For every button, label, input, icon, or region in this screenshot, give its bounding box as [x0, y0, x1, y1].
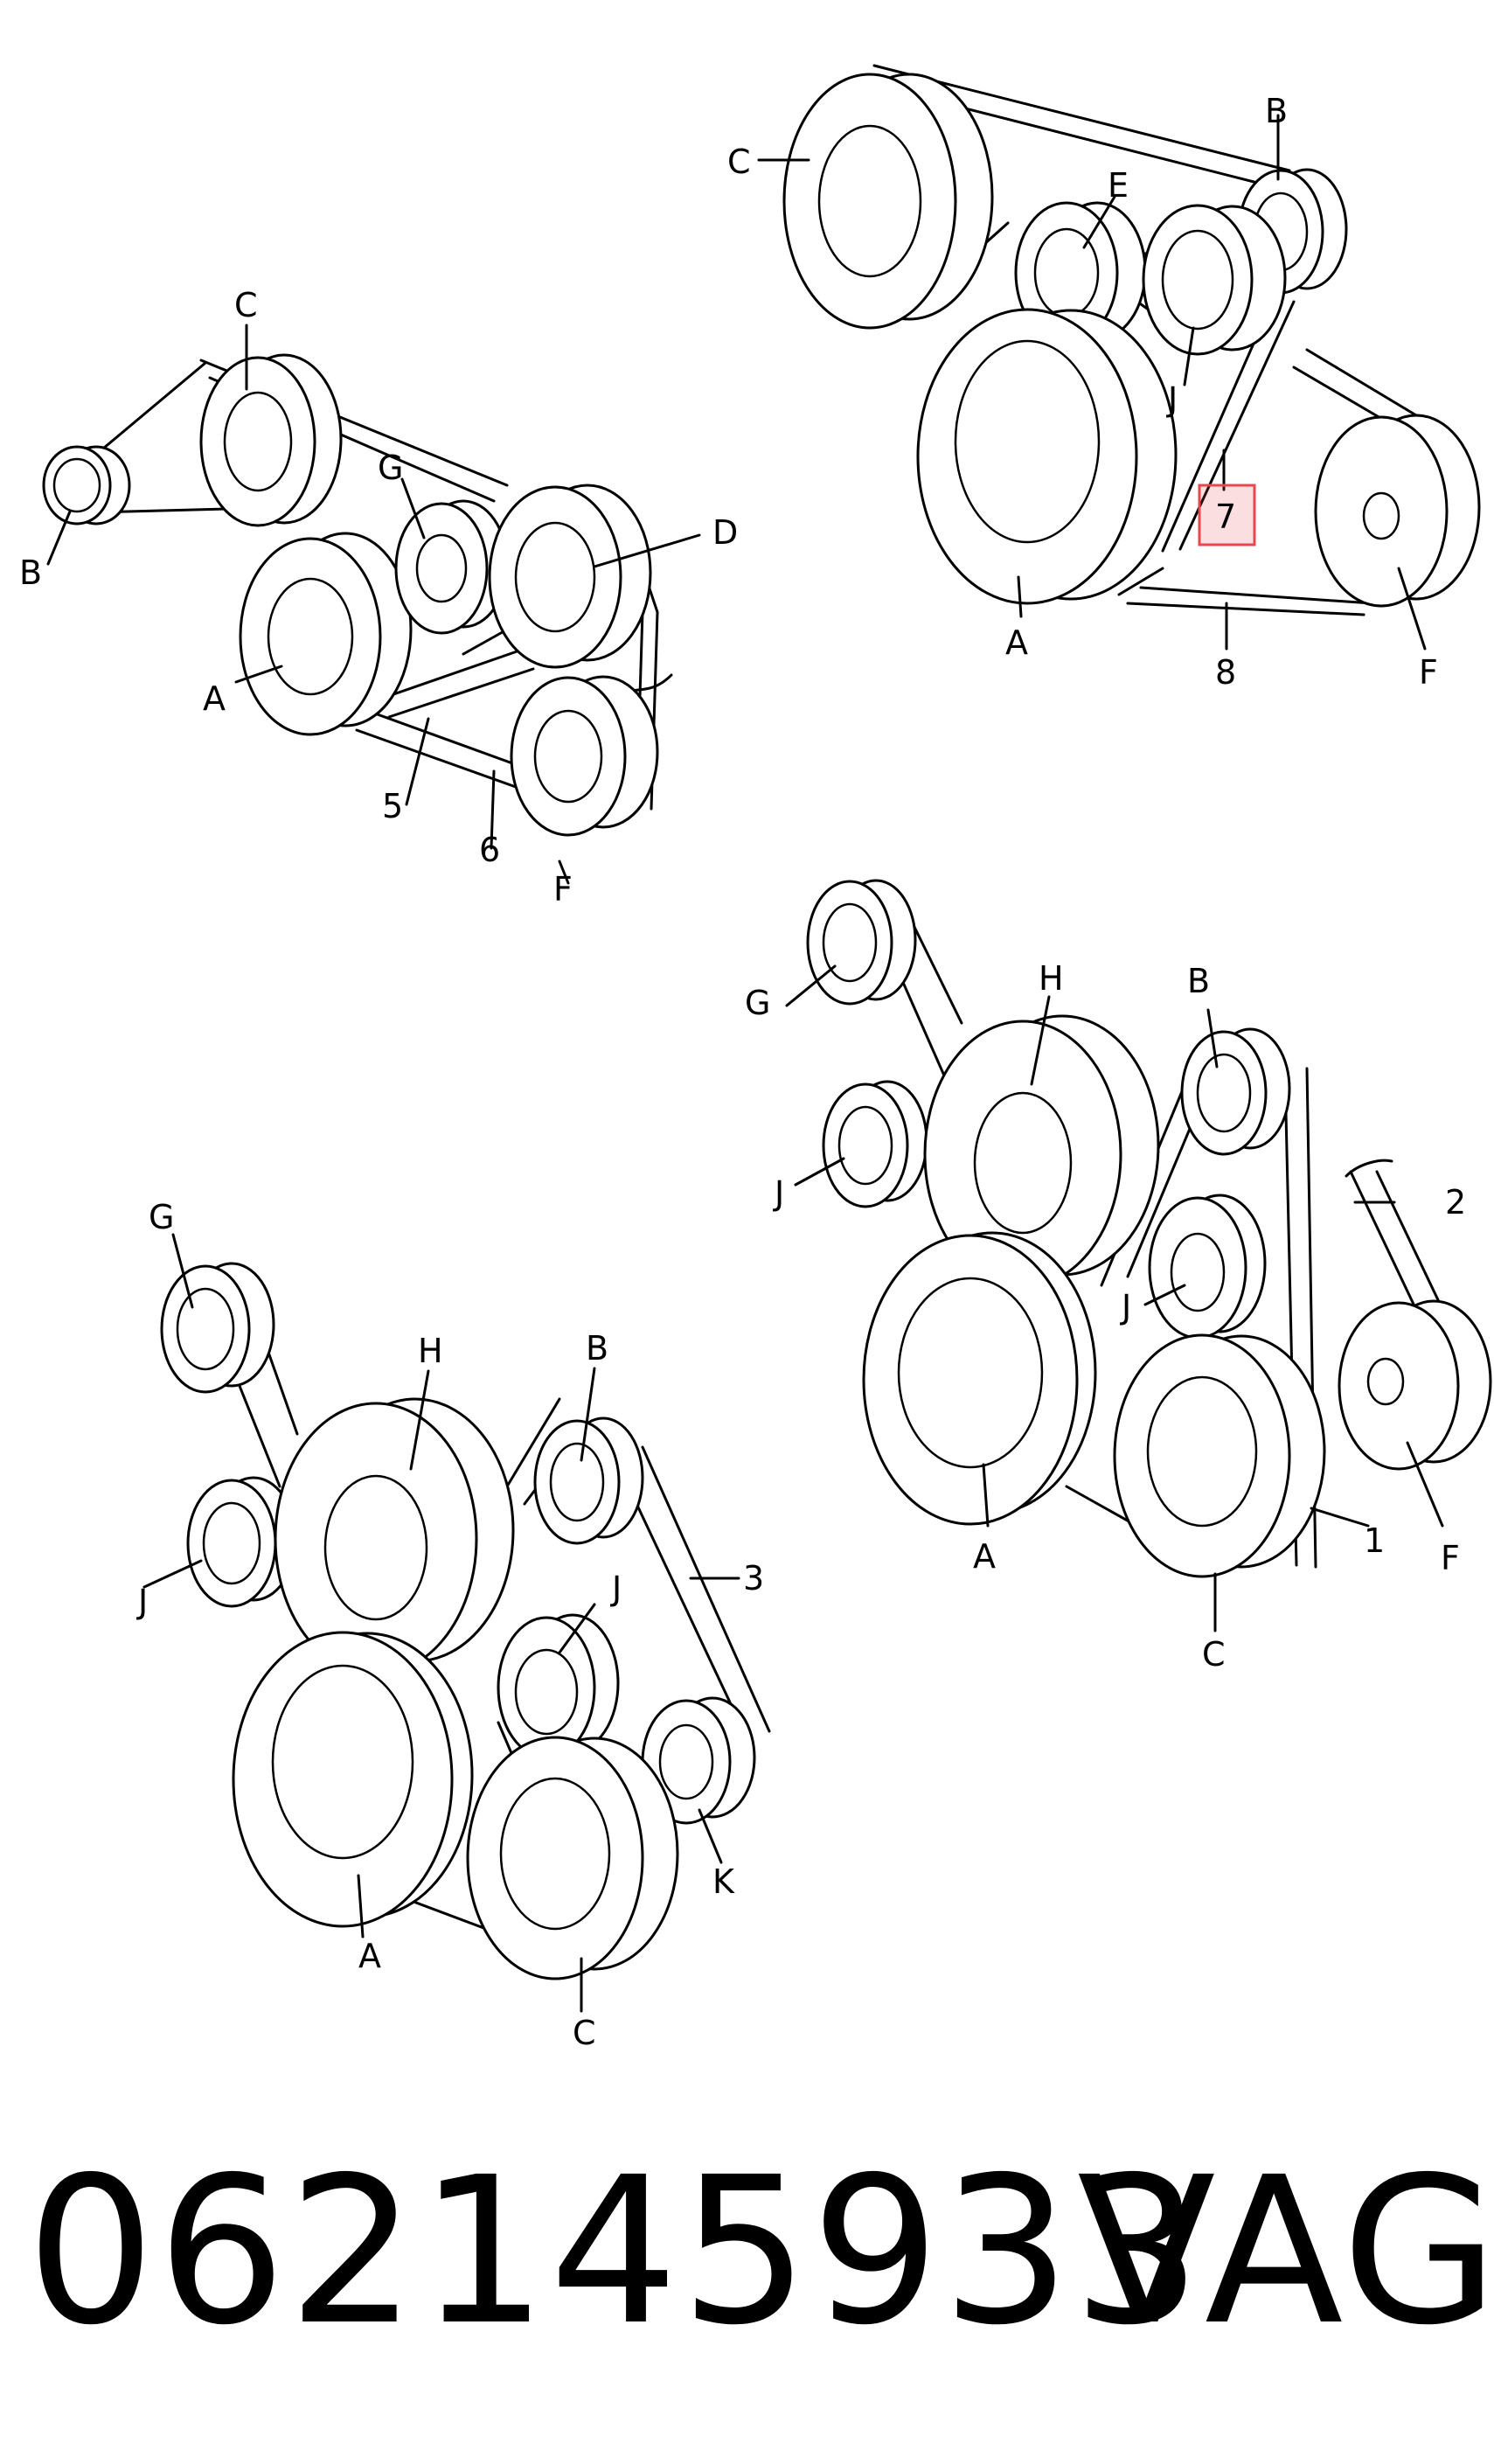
callout-F: F	[553, 870, 573, 908]
callout-7-highlight	[1198, 484, 1256, 546]
diagram-3: G H B 2 J J 1 A C F	[745, 879, 1492, 1674]
callout-J: J	[773, 1174, 784, 1213]
pulley-J	[822, 1080, 928, 1208]
callout-8: 8	[1215, 653, 1236, 692]
pulley-J2	[1148, 1194, 1267, 1340]
callout-1: 1	[1364, 1521, 1385, 1560]
callout-H: H	[1039, 959, 1064, 998]
callout-3: 3	[743, 1559, 764, 1597]
pulley-F	[1314, 414, 1481, 608]
callout-G: G	[149, 1198, 174, 1236]
callout-J: J	[1166, 380, 1178, 419]
leaders-diagram-3	[785, 964, 1444, 1632]
diagram-2: C E B J 7 A 8 F	[727, 64, 1481, 692]
callout-B: B	[586, 1329, 608, 1368]
diagram-1: C G D A B 5 6 F	[19, 286, 738, 908]
pulley-G	[160, 1262, 275, 1394]
pulley-A	[239, 532, 413, 736]
callout-D: D	[712, 513, 738, 552]
callout-C: C	[573, 2014, 596, 2052]
pulley-G	[394, 499, 509, 635]
callout-5: 5	[382, 787, 403, 825]
callout-B: B	[1265, 92, 1288, 130]
belt-8	[1117, 567, 1374, 616]
pulley-C	[466, 1736, 679, 1980]
callout-B: B	[19, 553, 42, 592]
callout-C: C	[234, 286, 258, 324]
pulley-E	[1014, 201, 1147, 345]
callout-E: E	[1108, 166, 1129, 205]
pulley-C	[199, 353, 343, 527]
callout-A: A	[973, 1537, 996, 1576]
pulley-J2	[497, 1613, 620, 1759]
callout-G: G	[745, 984, 770, 1022]
callout-C: C	[1202, 1635, 1226, 1674]
callout-A: A	[358, 1937, 381, 1975]
callout-C: C	[727, 143, 751, 181]
callout-6: 6	[479, 831, 500, 869]
part-number: 062145933	[26, 2133, 1204, 2370]
callout-A: A	[1005, 623, 1028, 662]
leaders-diagram-2	[757, 114, 1427, 651]
callout-J: J	[136, 1583, 148, 1621]
callout-G: G	[378, 449, 403, 487]
pulley-F	[1338, 1299, 1492, 1471]
pulley-D	[488, 484, 652, 669]
callout-A: A	[203, 679, 226, 718]
pulley-B	[42, 445, 131, 526]
pulley-J	[186, 1476, 297, 1608]
pulley-J	[1142, 204, 1287, 356]
brand-name: VAG	[1077, 2133, 1494, 2370]
diagram-4: G H B J J 3 K A C	[136, 1198, 771, 2052]
pulley-C	[1113, 1333, 1326, 1578]
pulley-H	[274, 1397, 515, 1676]
callout-F: F	[1419, 653, 1438, 692]
pulley-A	[232, 1631, 474, 1928]
pulley-B	[1180, 1027, 1291, 1156]
pulley-C	[782, 73, 994, 330]
callout-J2: J	[610, 1570, 622, 1608]
belt-5	[86, 358, 526, 789]
leaders-diagram-1	[46, 324, 701, 885]
callout-K: K	[712, 1862, 735, 1901]
callout-J2: J	[1120, 1288, 1131, 1326]
pulley-F	[510, 675, 659, 837]
pulley-G	[806, 879, 917, 1006]
callout-2: 2	[1445, 1183, 1466, 1222]
leaders-diagram-4	[142, 1233, 740, 2013]
belt-7	[1161, 300, 1440, 553]
callout-H: H	[418, 1332, 443, 1370]
pulley-H	[923, 1014, 1160, 1289]
pulley-A	[916, 308, 1178, 605]
callout-B: B	[1187, 962, 1210, 1000]
pulley-A	[862, 1231, 1097, 1526]
callout-F: F	[1441, 1539, 1460, 1577]
callout-7: 7	[1215, 498, 1236, 536]
pulley-B	[533, 1416, 644, 1545]
